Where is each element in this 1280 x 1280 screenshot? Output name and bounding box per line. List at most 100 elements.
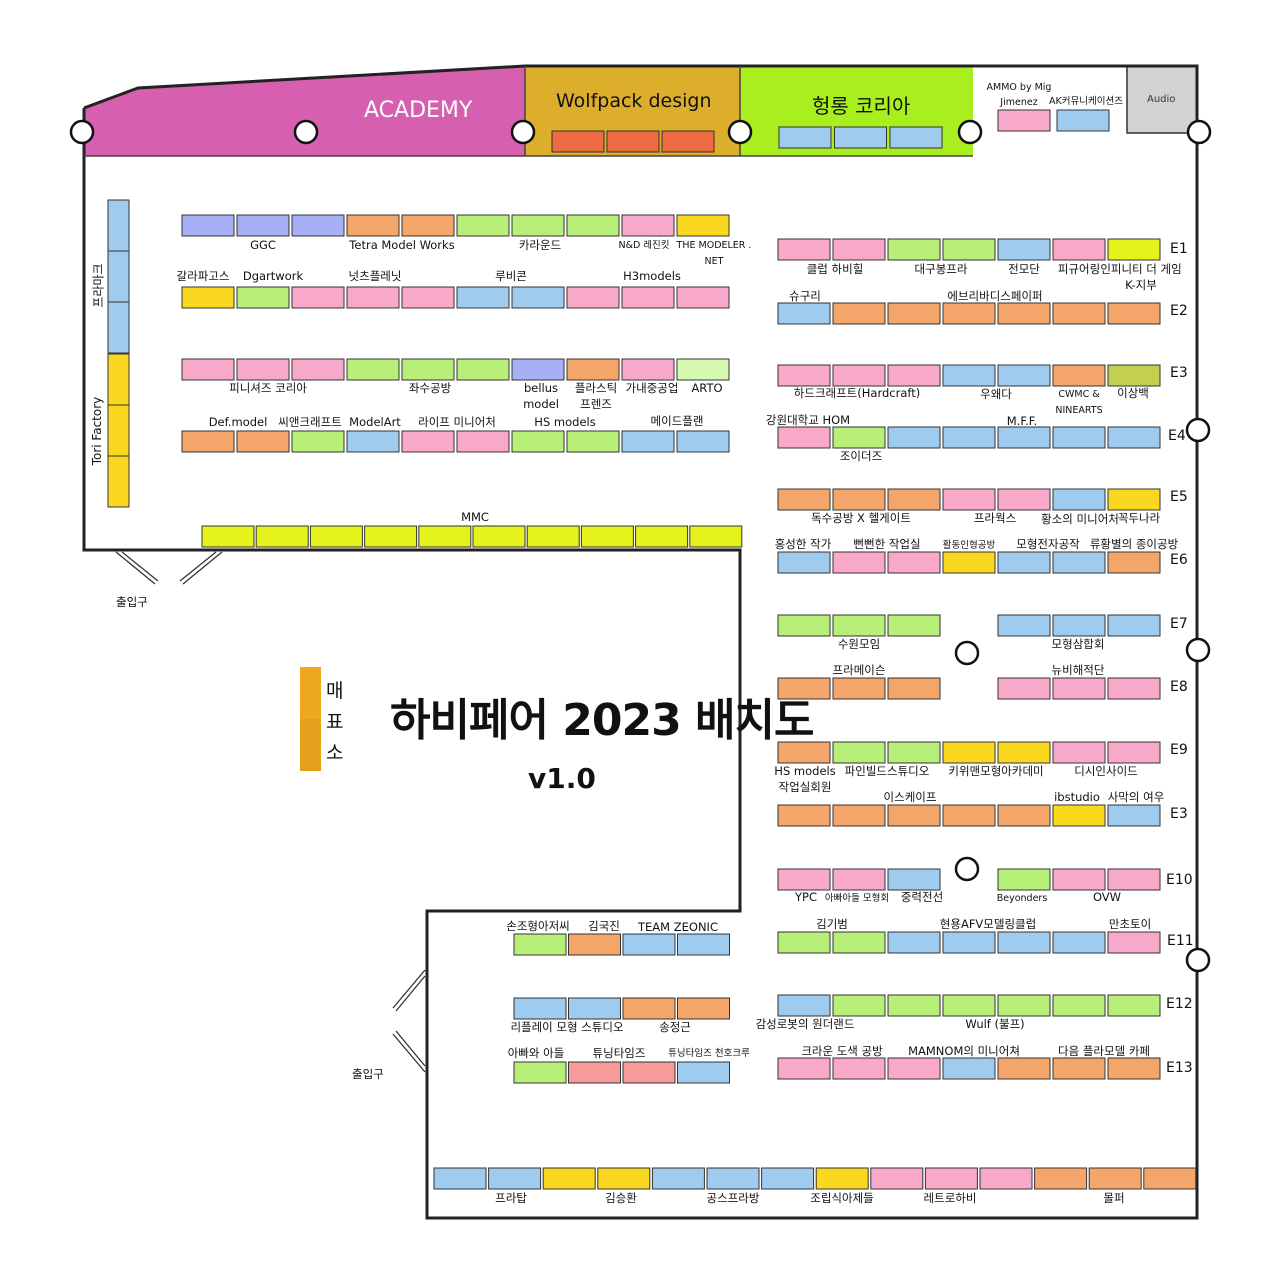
booth-E9 <box>1052 741 1106 764</box>
vendor-label: 튜닝타임즈 <box>592 1046 646 1060</box>
booth-E13 <box>832 1057 886 1080</box>
entrance-door <box>115 551 223 585</box>
booth-E3b <box>777 804 831 827</box>
booth-E2 <box>887 302 941 325</box>
booth-E2 <box>942 302 996 325</box>
booth-E11 <box>887 931 941 954</box>
vendor-label: YPC <box>795 890 817 904</box>
vendor-label: Jimenez <box>1000 97 1038 108</box>
booth-north_row2 <box>181 286 235 309</box>
booth-E8 <box>832 677 886 700</box>
vendor-label: 뻔뻔한 작업실 <box>853 537 921 551</box>
vendor-label: 프라탑 <box>495 1191 527 1205</box>
booth-bottom_row <box>706 1167 760 1190</box>
booth-E3b <box>997 804 1051 827</box>
booth-E3b <box>1107 804 1161 827</box>
booth-E5 <box>1052 488 1106 511</box>
zone-audio-label: Audio <box>1147 94 1176 105</box>
booth-south_row2 <box>677 997 730 1020</box>
booth-E4 <box>832 426 886 449</box>
pillar <box>293 119 319 145</box>
vendor-label: ibstudio <box>1054 790 1100 804</box>
booth-north_row2 <box>346 286 400 309</box>
vendor-label: CWMC & <box>1058 389 1100 400</box>
row-label: E7 <box>1170 616 1188 632</box>
booth-north_row4 <box>346 430 400 453</box>
booth-north_row3 <box>401 358 455 381</box>
vendor-label: 몰퍼 <box>1103 1191 1125 1205</box>
vendor-label: AMMO by Mig <box>986 82 1052 93</box>
pramark-label: 프라마크 <box>91 263 106 308</box>
booth-hyeongrong_booths <box>834 126 887 149</box>
vendor-label: 중력전선 <box>900 890 944 904</box>
booth-E1 <box>942 238 996 261</box>
ticket-office-char: 매 <box>326 680 344 702</box>
vendor-label: 독수공방 X 헬게이트 <box>811 511 911 525</box>
pillar <box>957 119 983 145</box>
booth-E12 <box>942 994 996 1017</box>
booth-E6 <box>1107 551 1161 574</box>
booth-north_row1 <box>291 214 345 237</box>
zone-wolfpack-label: Wolfpack design <box>556 90 712 112</box>
booth-E3b <box>832 804 886 827</box>
booth-bottom_row <box>1143 1167 1197 1190</box>
ticket-office-char: 표 <box>326 711 344 733</box>
booth-E10 <box>832 868 886 891</box>
vendor-label: 다음 플라모델 카페 <box>1058 1044 1150 1058</box>
booth-north_row2 <box>291 286 345 309</box>
booth-north_row4 <box>621 430 675 453</box>
vendor-label: 루비콘 <box>495 269 527 283</box>
booth-E10 <box>997 868 1051 891</box>
vendor-label: 현용AFV모델링클럽 <box>939 917 1037 931</box>
vendor-label: 감성로봇의 원더랜드 <box>755 1017 855 1031</box>
vendor-label: 전모단 <box>1008 262 1040 276</box>
vendor-label: 크라운 도색 공방 <box>801 1044 883 1058</box>
booth-bottom_row <box>924 1167 978 1190</box>
booth-E11 <box>997 931 1051 954</box>
booth-E4 <box>1052 426 1106 449</box>
pillar <box>69 119 95 145</box>
booth-E6 <box>997 551 1051 574</box>
vendor-label: 키위맨모형아카데미 <box>948 764 1044 778</box>
entrance-label: 출입구 <box>352 1067 384 1081</box>
booth-pramark_booths <box>107 301 130 354</box>
booth-bottom_row <box>815 1167 869 1190</box>
vendor-label: 공스프라방 <box>706 1191 760 1205</box>
booth-north_row4 <box>566 430 620 453</box>
vendor-label: 좌수공방 <box>408 381 452 395</box>
vendor-label: 류황별의 종이공방 <box>1089 537 1179 551</box>
booth-north_row4 <box>181 430 235 453</box>
booth-north_row1 <box>236 214 290 237</box>
vendor-label: N&D 레진킷 <box>618 240 670 251</box>
row-label: E3 <box>1170 806 1188 822</box>
booth-north_row1 <box>621 214 675 237</box>
booth-north_row1 <box>401 214 455 237</box>
booth-E13 <box>942 1057 996 1080</box>
booth-north_row2 <box>511 286 565 309</box>
booth-E11 <box>1107 931 1161 954</box>
ticket-office-char: 소 <box>326 742 344 764</box>
booth-E12 <box>1052 994 1106 1017</box>
booth-north_row3 <box>676 358 730 381</box>
vendor-label: 송정근 <box>659 1020 691 1034</box>
booth-E1 <box>1107 238 1161 261</box>
booth-E11 <box>942 931 996 954</box>
booth-E1 <box>887 238 941 261</box>
booth-south_row2 <box>513 997 567 1020</box>
booth-north_row2 <box>236 286 290 309</box>
vendor-label: 대구봉프라 <box>914 262 968 276</box>
booth-north_row3 <box>456 358 510 381</box>
vendor-label: Wulf (불프) <box>965 1017 1025 1031</box>
entrance-label: 출입구 <box>116 595 148 609</box>
booth-E3a <box>832 364 886 387</box>
booth-south_row1 <box>568 933 621 956</box>
booth-north_row1 <box>511 214 565 237</box>
vendor-label: 김국진 <box>588 919 620 933</box>
booth-bottom_row <box>433 1167 487 1190</box>
booth-E9 <box>887 741 941 764</box>
vendor-label: Dgartwork <box>242 269 304 283</box>
booth-north_row1 <box>456 214 510 237</box>
zone-academy-label: ACADEMY <box>364 98 473 123</box>
booth-hyeongrong_booths <box>778 126 832 149</box>
